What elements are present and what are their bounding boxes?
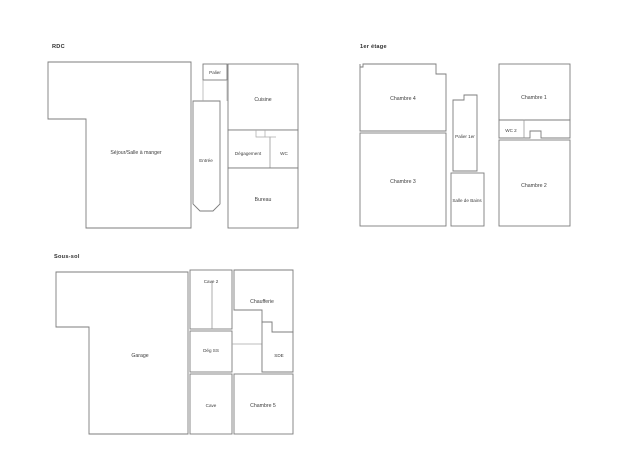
room-label-chambre4: Chambre 4 xyxy=(390,96,416,102)
floor-title-etage1: 1er étage xyxy=(360,44,387,50)
room-label-entree: Entrée xyxy=(199,158,213,163)
room-shape-degagement-band xyxy=(227,129,299,169)
room-shape-sde xyxy=(261,321,294,373)
floor-group-soussol: Sous-sol Garage Cave 2 Chaufferie Dég SS… xyxy=(54,254,294,435)
room-shape-chambre1 xyxy=(498,63,571,121)
room-label-cuisine: Cuisine xyxy=(254,97,271,103)
room-shape-bureau xyxy=(227,167,299,229)
room-label-sejour: Séjour/Salle à manger xyxy=(110,150,162,156)
floor-group-etage1: 1er étage Chambre 4 Chambre 3 Palier 1er… xyxy=(359,44,571,227)
room-label-cave: Cave xyxy=(206,403,217,408)
room-shape-chambre2 xyxy=(498,139,571,227)
room-label-garage: Garage xyxy=(131,353,148,359)
room-shape-chambre3 xyxy=(359,132,447,227)
room-shape-palier xyxy=(202,63,228,81)
room-label-sdb: Salle de Bains xyxy=(452,198,482,203)
room-label-chambre3: Chambre 3 xyxy=(390,179,416,185)
floor-title-rdc: RDC xyxy=(52,44,65,50)
room-shape-garage xyxy=(55,271,189,435)
degss-corridor-arm xyxy=(232,343,263,372)
room-label-degagement: Dégagement xyxy=(235,151,262,156)
room-label-chambre1: Chambre 1 xyxy=(521,95,547,101)
floor-group-rdc: RDC Séjour/Salle à manger Entrée Palier … xyxy=(47,44,299,229)
room-label-bureau: Bureau xyxy=(255,197,272,203)
room-label-palier1er: Palier 1er xyxy=(455,134,475,139)
room-shape-degss xyxy=(189,330,233,373)
room-shape-cave2 xyxy=(189,269,233,330)
room-label-wc2: WC 2 xyxy=(505,128,517,133)
floor-title-soussol: Sous-sol xyxy=(54,254,80,260)
room-label-chambre5: Chambre 5 xyxy=(250,403,276,409)
room-label-chambre2: Chambre 2 xyxy=(521,183,547,189)
room-shape-entree xyxy=(192,100,221,212)
room-shape-palier1er xyxy=(452,94,478,172)
palier-entree-connector xyxy=(202,80,228,101)
room-label-palier: Palier xyxy=(209,70,221,75)
room-shape-sdb xyxy=(450,172,485,227)
room-shape-chambre4 xyxy=(359,63,447,132)
room-label-chaufferie: Chaufferie xyxy=(250,299,274,305)
room-shape-chambre5 xyxy=(233,373,294,435)
room-shape-wc2-band xyxy=(498,119,571,139)
room-label-sde: SDE xyxy=(274,353,283,358)
room-label-degss: Dég SS xyxy=(203,348,219,353)
room-shape-cave xyxy=(189,373,233,435)
room-label-wc: WC xyxy=(280,151,288,156)
room-shape-cuisine xyxy=(227,63,299,131)
degagement-notch xyxy=(255,130,266,138)
room-shape-sejour xyxy=(47,61,192,229)
room-label-cave2: Cave 2 xyxy=(204,279,219,284)
